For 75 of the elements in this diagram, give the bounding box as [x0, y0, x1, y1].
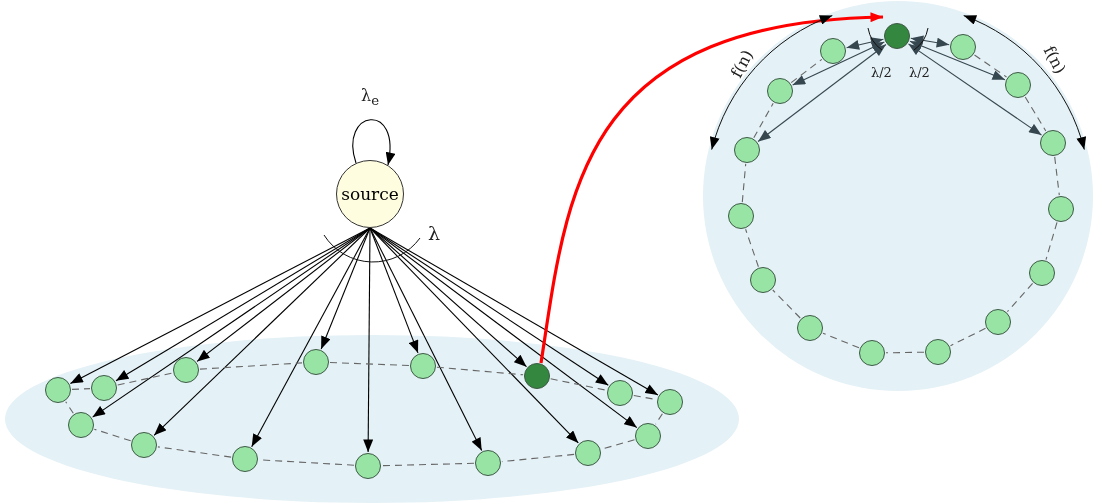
dashed-line	[1024, 96, 1047, 132]
double-arrow	[910, 35, 950, 48]
math-label: λ/2	[871, 66, 892, 79]
node-circle	[985, 309, 1011, 335]
double-arrow	[907, 43, 1043, 136]
dashed-line	[753, 102, 774, 139]
arrow	[363, 227, 374, 453]
dashed-line	[117, 372, 173, 386]
node-circle	[232, 446, 258, 472]
double-arrow	[846, 37, 884, 50]
edge-label: λ$_{e}$	[361, 88, 380, 108]
dashed-line	[550, 378, 607, 391]
double-arrow	[792, 41, 885, 86]
dashed-line	[1006, 282, 1034, 313]
dashed-line	[772, 289, 801, 319]
node-circle	[767, 78, 793, 104]
dashed-line	[329, 361, 410, 367]
node-circle	[410, 353, 436, 379]
node-circle	[797, 315, 823, 341]
dashed-line	[741, 163, 747, 203]
dashed-line	[157, 446, 232, 458]
node-circle	[173, 357, 199, 383]
arrow	[539, 12, 884, 364]
node-circle	[355, 453, 381, 479]
math-label: f(n)	[1040, 43, 1069, 77]
node-circle	[859, 340, 885, 366]
math-label: λ	[428, 224, 441, 243]
node-circle	[1029, 260, 1055, 286]
dashed-line	[199, 362, 303, 370]
double-arrow	[757, 43, 887, 143]
highlighted-node-circle	[524, 363, 550, 389]
dashed-line	[822, 332, 860, 349]
node-circle	[131, 432, 157, 458]
node-circle	[734, 137, 760, 163]
dashed-line	[1045, 221, 1058, 261]
node-circle	[68, 412, 94, 438]
arrow	[153, 227, 371, 436]
math-label: f(n)	[728, 47, 757, 81]
dashed-line	[949, 327, 987, 347]
dashed-line	[885, 351, 925, 354]
dashed-line	[790, 58, 823, 84]
node-circle	[45, 377, 71, 403]
dashed-line	[65, 401, 74, 414]
node-circle	[925, 339, 951, 365]
arrow	[352, 119, 395, 166]
node-circle	[635, 423, 661, 449]
highlighted-node-circle	[884, 23, 910, 49]
dashed-line	[93, 428, 132, 442]
node-circle	[575, 440, 601, 466]
double-arrow	[909, 40, 1006, 81]
dashed-line	[436, 366, 524, 376]
arrow	[92, 227, 371, 418]
dashed-line	[1054, 156, 1060, 196]
node-circle	[657, 389, 683, 415]
node-circle	[820, 38, 846, 64]
node-label: source	[341, 184, 399, 204]
arrow	[369, 227, 483, 452]
node-circle	[1005, 72, 1031, 98]
node-circle	[607, 380, 633, 406]
node-circle	[475, 450, 501, 476]
arrow	[369, 227, 638, 429]
math-label: λ/2	[909, 66, 930, 79]
dashed-line	[71, 388, 91, 390]
node-circle	[1048, 196, 1074, 222]
arrow	[251, 227, 371, 448]
node-circle	[950, 34, 976, 60]
arrow	[69, 227, 371, 385]
node-circle	[91, 375, 117, 401]
node-circle	[750, 267, 776, 293]
dashed-line	[973, 54, 1008, 78]
node-circle	[1040, 130, 1066, 156]
node-circle	[728, 203, 754, 229]
dashed-line	[381, 462, 475, 467]
node-circle	[303, 349, 329, 375]
dashed-line	[745, 228, 759, 268]
